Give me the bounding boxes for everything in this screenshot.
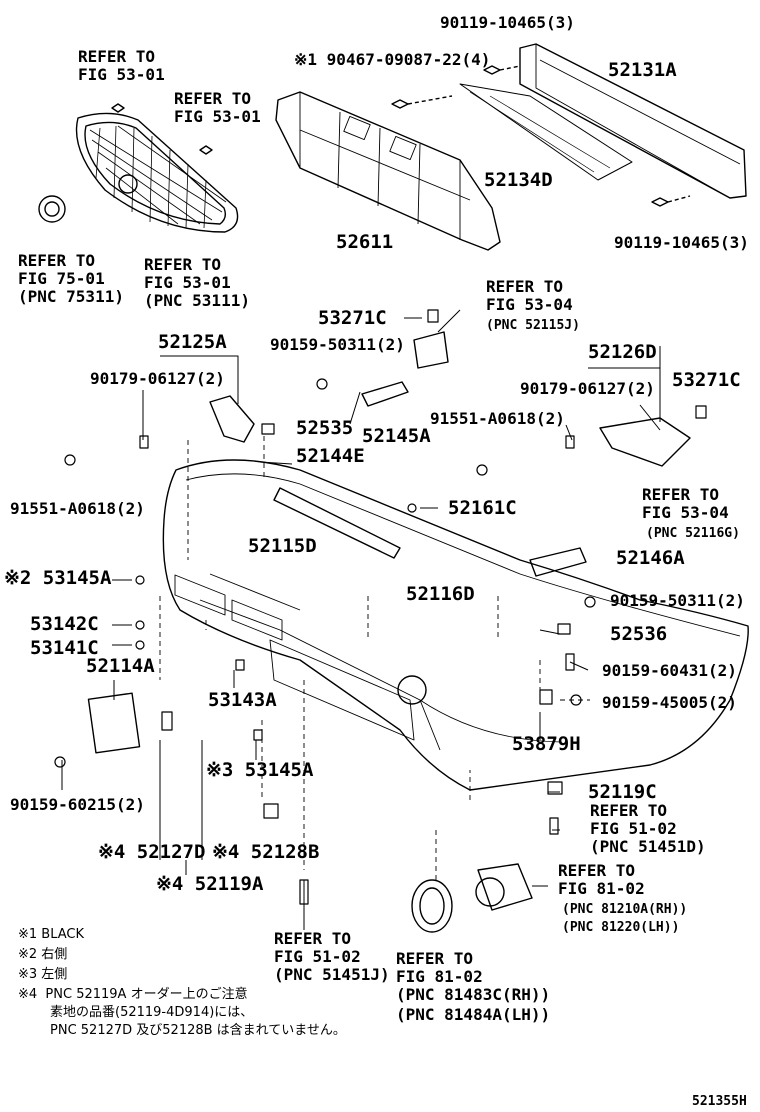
bolts-top xyxy=(391,65,691,207)
refer-81-02-b-fig: FIG 81-02 xyxy=(396,967,483,986)
part-52144e: 52144E xyxy=(296,445,365,467)
bracket-52125a-drawing xyxy=(209,395,255,443)
part-52134d: 52134D xyxy=(484,169,553,191)
footnote-4-line2: 素地の品番(52119-4D914)には、 xyxy=(50,1005,254,1020)
footnote-1: ※1 BLACK xyxy=(18,927,85,942)
refer-53-04-a-pnc: (PNC 52115J) xyxy=(486,318,580,333)
leader-lines xyxy=(159,436,590,880)
part-52116d: 52116D xyxy=(406,583,475,605)
part-90159-60431: 90159-60431(2) xyxy=(602,661,737,680)
refer-75-01-fig: FIG 75-01 xyxy=(18,269,105,288)
refer-53-01-a-fig: FIG 53-01 xyxy=(78,65,165,84)
refer-51-02-a-fig: FIG 51-02 xyxy=(590,819,677,838)
part-52114a: 52114A xyxy=(86,655,155,677)
refer-53-04-b-fig: FIG 53-04 xyxy=(642,503,729,522)
refer-53-01-a: REFER TO xyxy=(78,47,156,66)
part-90179-06127-right: 90179-06127(2) xyxy=(520,379,655,398)
part-52119a: ※4 52119A xyxy=(156,873,264,895)
part-53879h: 53879H xyxy=(512,733,581,755)
refer-53-01-b: REFER TO xyxy=(174,89,252,108)
part-90159-50311-right: 90159-50311(2) xyxy=(610,591,745,610)
refer-81-02-a-fig: FIG 81-02 xyxy=(558,879,645,898)
refer-81-02-a: REFER TO xyxy=(558,861,636,880)
part-53145a-rh: ※2 53145A xyxy=(4,567,112,589)
part-52146a: 52146A xyxy=(616,547,685,569)
part-52131a: 52131A xyxy=(608,59,677,81)
refer-75-01-pnc: (PNC 75311) xyxy=(18,287,124,306)
part-53271c-top: 53271C xyxy=(318,307,387,329)
refer-53-01-c: REFER TO xyxy=(144,255,222,274)
refer-81-02-b: REFER TO xyxy=(396,949,474,968)
bracket-52115j-drawing xyxy=(413,331,449,369)
retainer-52144e-drawing xyxy=(273,487,401,559)
refer-53-04-a-fig: FIG 53-04 xyxy=(486,295,573,314)
part-53142c: 53142C xyxy=(30,613,99,635)
part-52115d: 52115D xyxy=(248,535,317,557)
part-90159-45005: 90159-45005(2) xyxy=(602,693,737,712)
part-52536: 52536 xyxy=(610,623,668,645)
bracket-52145a-drawing xyxy=(361,381,409,407)
part-52126d: 52126D xyxy=(588,341,657,363)
part-52161c: 52161C xyxy=(448,497,517,519)
energy-absorber-drawing xyxy=(275,91,501,251)
part-90467-09087: ※1 90467-09087-22(4) xyxy=(294,50,491,69)
part-52535: 52535 xyxy=(296,417,354,439)
part-53143a: 53143A xyxy=(208,689,277,711)
radiator-grille-drawing xyxy=(38,103,239,233)
part-52611: 52611 xyxy=(336,231,394,253)
refer-51-02-b: REFER TO xyxy=(274,929,352,948)
bracket-52126d-drawing xyxy=(599,417,691,467)
part-53145a-lh: ※3 53145A xyxy=(206,759,314,781)
part-90119-10465-bottom: 90119-10465(3) xyxy=(614,233,749,252)
part-90179-06127-left: 90179-06127(2) xyxy=(90,369,225,388)
part-52119c: 52119C xyxy=(588,781,657,803)
part-90159-50311-top: 90159-50311(2) xyxy=(270,335,405,354)
part-52128b: ※4 52128B xyxy=(212,841,320,863)
part-52145a: 52145A xyxy=(362,425,431,447)
refer-53-01-c-fig: FIG 53-01 xyxy=(144,273,231,292)
part-52127d: ※4 52127D xyxy=(98,841,206,863)
fasteners xyxy=(54,309,707,905)
part-53141c: 53141C xyxy=(30,637,99,659)
footnote-3: ※3 左側 xyxy=(18,967,68,982)
refer-81-02-b-rh: (PNC 81483C(RH)) xyxy=(396,985,551,1004)
part-90159-60215: 90159-60215(2) xyxy=(10,795,145,814)
refer-51-02-b-fig: FIG 51-02 xyxy=(274,947,361,966)
refer-81-02-a-rh: (PNC 81210A(RH)) xyxy=(562,902,688,917)
bumper-reinforcement-drawing xyxy=(459,43,747,199)
figure-id: 521355H xyxy=(692,1094,747,1109)
refer-51-02-a-pnc: (PNC 51451D) xyxy=(590,837,706,856)
part-91551-a0618-right: 91551-A0618(2) xyxy=(430,409,565,428)
footnote-2: ※2 右側 xyxy=(18,947,68,962)
footnote-4: ※4 PNC 52119A オーダー上のご注意 xyxy=(18,987,248,1002)
license-bracket-drawing xyxy=(87,692,141,754)
bumper-cover-drawing xyxy=(162,459,749,791)
refer-51-02-b-pnc: (PNC 51451J) xyxy=(274,965,390,984)
refer-53-04-b-pnc: (PNC 52116G) xyxy=(646,526,740,541)
fog-lamp-drawing xyxy=(477,863,533,911)
footnote-4-line3: PNC 52127D 及び52128B は含まれていません。 xyxy=(50,1023,346,1038)
bracket-52146a-drawing xyxy=(529,547,587,577)
fog-cover-drawing xyxy=(411,879,453,933)
refer-75-01: REFER TO xyxy=(18,251,96,270)
part-91551-a0618-left: 91551-A0618(2) xyxy=(10,499,145,518)
refer-53-01-b-fig: FIG 53-01 xyxy=(174,107,261,126)
refer-81-02-b-lh: (PNC 81484A(LH)) xyxy=(396,1005,551,1024)
part-90119-10465-top: 90119-10465(3) xyxy=(440,13,575,32)
refer-51-02-a: REFER TO xyxy=(590,801,668,820)
refer-53-04-b: REFER TO xyxy=(642,485,720,504)
refer-53-01-c-pnc: (PNC 53111) xyxy=(144,291,250,310)
refer-53-04-a: REFER TO xyxy=(486,277,564,296)
refer-81-02-a-lh: (PNC 81220(LH)) xyxy=(562,920,680,935)
part-52125a: 52125A xyxy=(158,331,227,353)
part-53271c-right: 53271C xyxy=(672,369,741,391)
